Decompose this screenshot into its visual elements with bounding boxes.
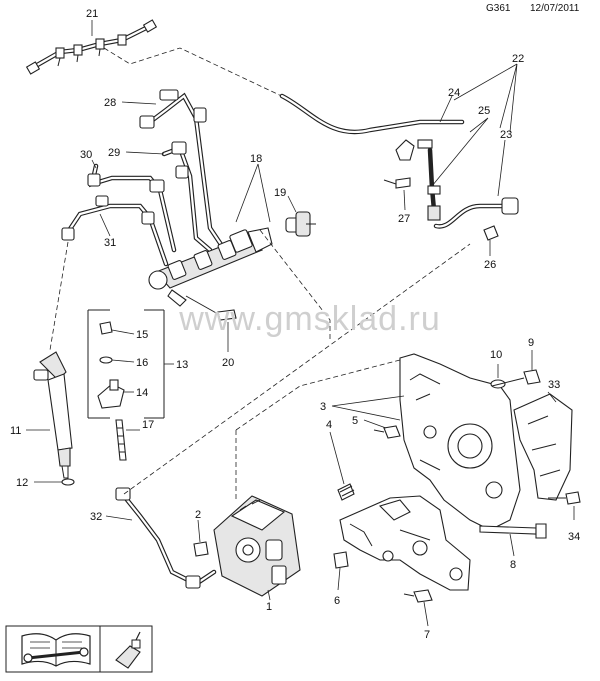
sealant-tube-icon	[115, 631, 141, 669]
return-hose-part	[279, 93, 519, 229]
callout-34: 34	[568, 531, 580, 543]
callout-28: 28	[104, 97, 116, 109]
callout-2: 2	[195, 509, 201, 521]
callout-19: 19	[274, 187, 286, 199]
callout-11: 11	[10, 425, 21, 437]
callout-26: 26	[484, 259, 496, 271]
callout-31: 31	[104, 237, 116, 249]
bolt-27-part	[383, 177, 411, 189]
nut-6-part	[333, 551, 349, 569]
nut-2-part	[193, 541, 209, 557]
bolt-20-part	[185, 295, 237, 321]
callout-33: 33	[548, 379, 560, 391]
callout-labels: 1 2 3 4 5 6 7 8 9 10 11 12 13 14 15 16 1…	[10, 8, 580, 643]
callout-16: 16	[136, 357, 148, 369]
callout-27: 27	[398, 213, 410, 225]
clip-26-part	[483, 225, 499, 241]
callout-32: 32	[90, 511, 102, 523]
callout-23: 23	[500, 129, 512, 141]
callout-3: 3	[320, 401, 326, 413]
callout-12: 12	[16, 477, 28, 489]
bolt-34-part	[548, 491, 581, 505]
callout-6: 6	[334, 595, 340, 607]
fuel-rail-part	[148, 227, 273, 307]
callout-15: 15	[136, 329, 148, 341]
callout-20: 20	[222, 357, 234, 369]
hp-pipe-29-part	[161, 141, 213, 253]
callout-9: 9	[528, 337, 534, 349]
pump-bracket-part	[339, 495, 471, 591]
callout-14: 14	[136, 387, 148, 399]
stud-17-part	[115, 419, 127, 461]
hp-pipe-28-part	[139, 89, 225, 249]
injector-part	[33, 351, 73, 479]
callout-29: 29	[108, 147, 120, 159]
bolt-5-part	[373, 425, 401, 439]
seal-12-part	[61, 478, 75, 486]
bolt-8-part	[479, 523, 547, 539]
callout-7: 7	[424, 629, 430, 641]
callout-1: 1	[266, 601, 272, 613]
hp-pipe-31-part	[61, 195, 169, 267]
hp-pipe-30-part	[87, 163, 177, 253]
bolt-7-part	[403, 589, 433, 603]
callout-5: 5	[352, 415, 358, 427]
injection-pump-part	[213, 495, 301, 597]
pressure-sensor-part	[285, 211, 316, 237]
callout-10: 10	[490, 349, 502, 361]
engine-housing-part	[399, 353, 521, 531]
clamp-14-part	[97, 379, 125, 409]
heat-shield-part	[513, 393, 573, 501]
callout-22: 22	[512, 53, 524, 65]
hp-pipe-32-part	[115, 487, 217, 589]
manual-wrench-icon	[21, 633, 91, 667]
callout-8: 8	[510, 559, 516, 571]
bolt-9-part	[491, 369, 541, 387]
callout-18: 18	[250, 153, 262, 165]
stud-4-part	[337, 483, 355, 501]
diagram-code: G361	[486, 3, 511, 14]
callout-13: 13	[176, 359, 188, 371]
leak-off-rail-part	[25, 19, 158, 75]
callout-24: 24	[448, 87, 460, 99]
callout-25: 25	[478, 105, 490, 117]
callout-21: 21	[86, 8, 98, 20]
callout-4: 4	[326, 419, 332, 431]
diagram-date: 12/07/2011	[530, 3, 580, 14]
injector-kit-box	[87, 309, 174, 419]
callout-17: 17	[142, 419, 154, 431]
callout-30: 30	[80, 149, 92, 161]
nut-15-part	[99, 321, 113, 335]
washer-16-part	[99, 356, 113, 364]
